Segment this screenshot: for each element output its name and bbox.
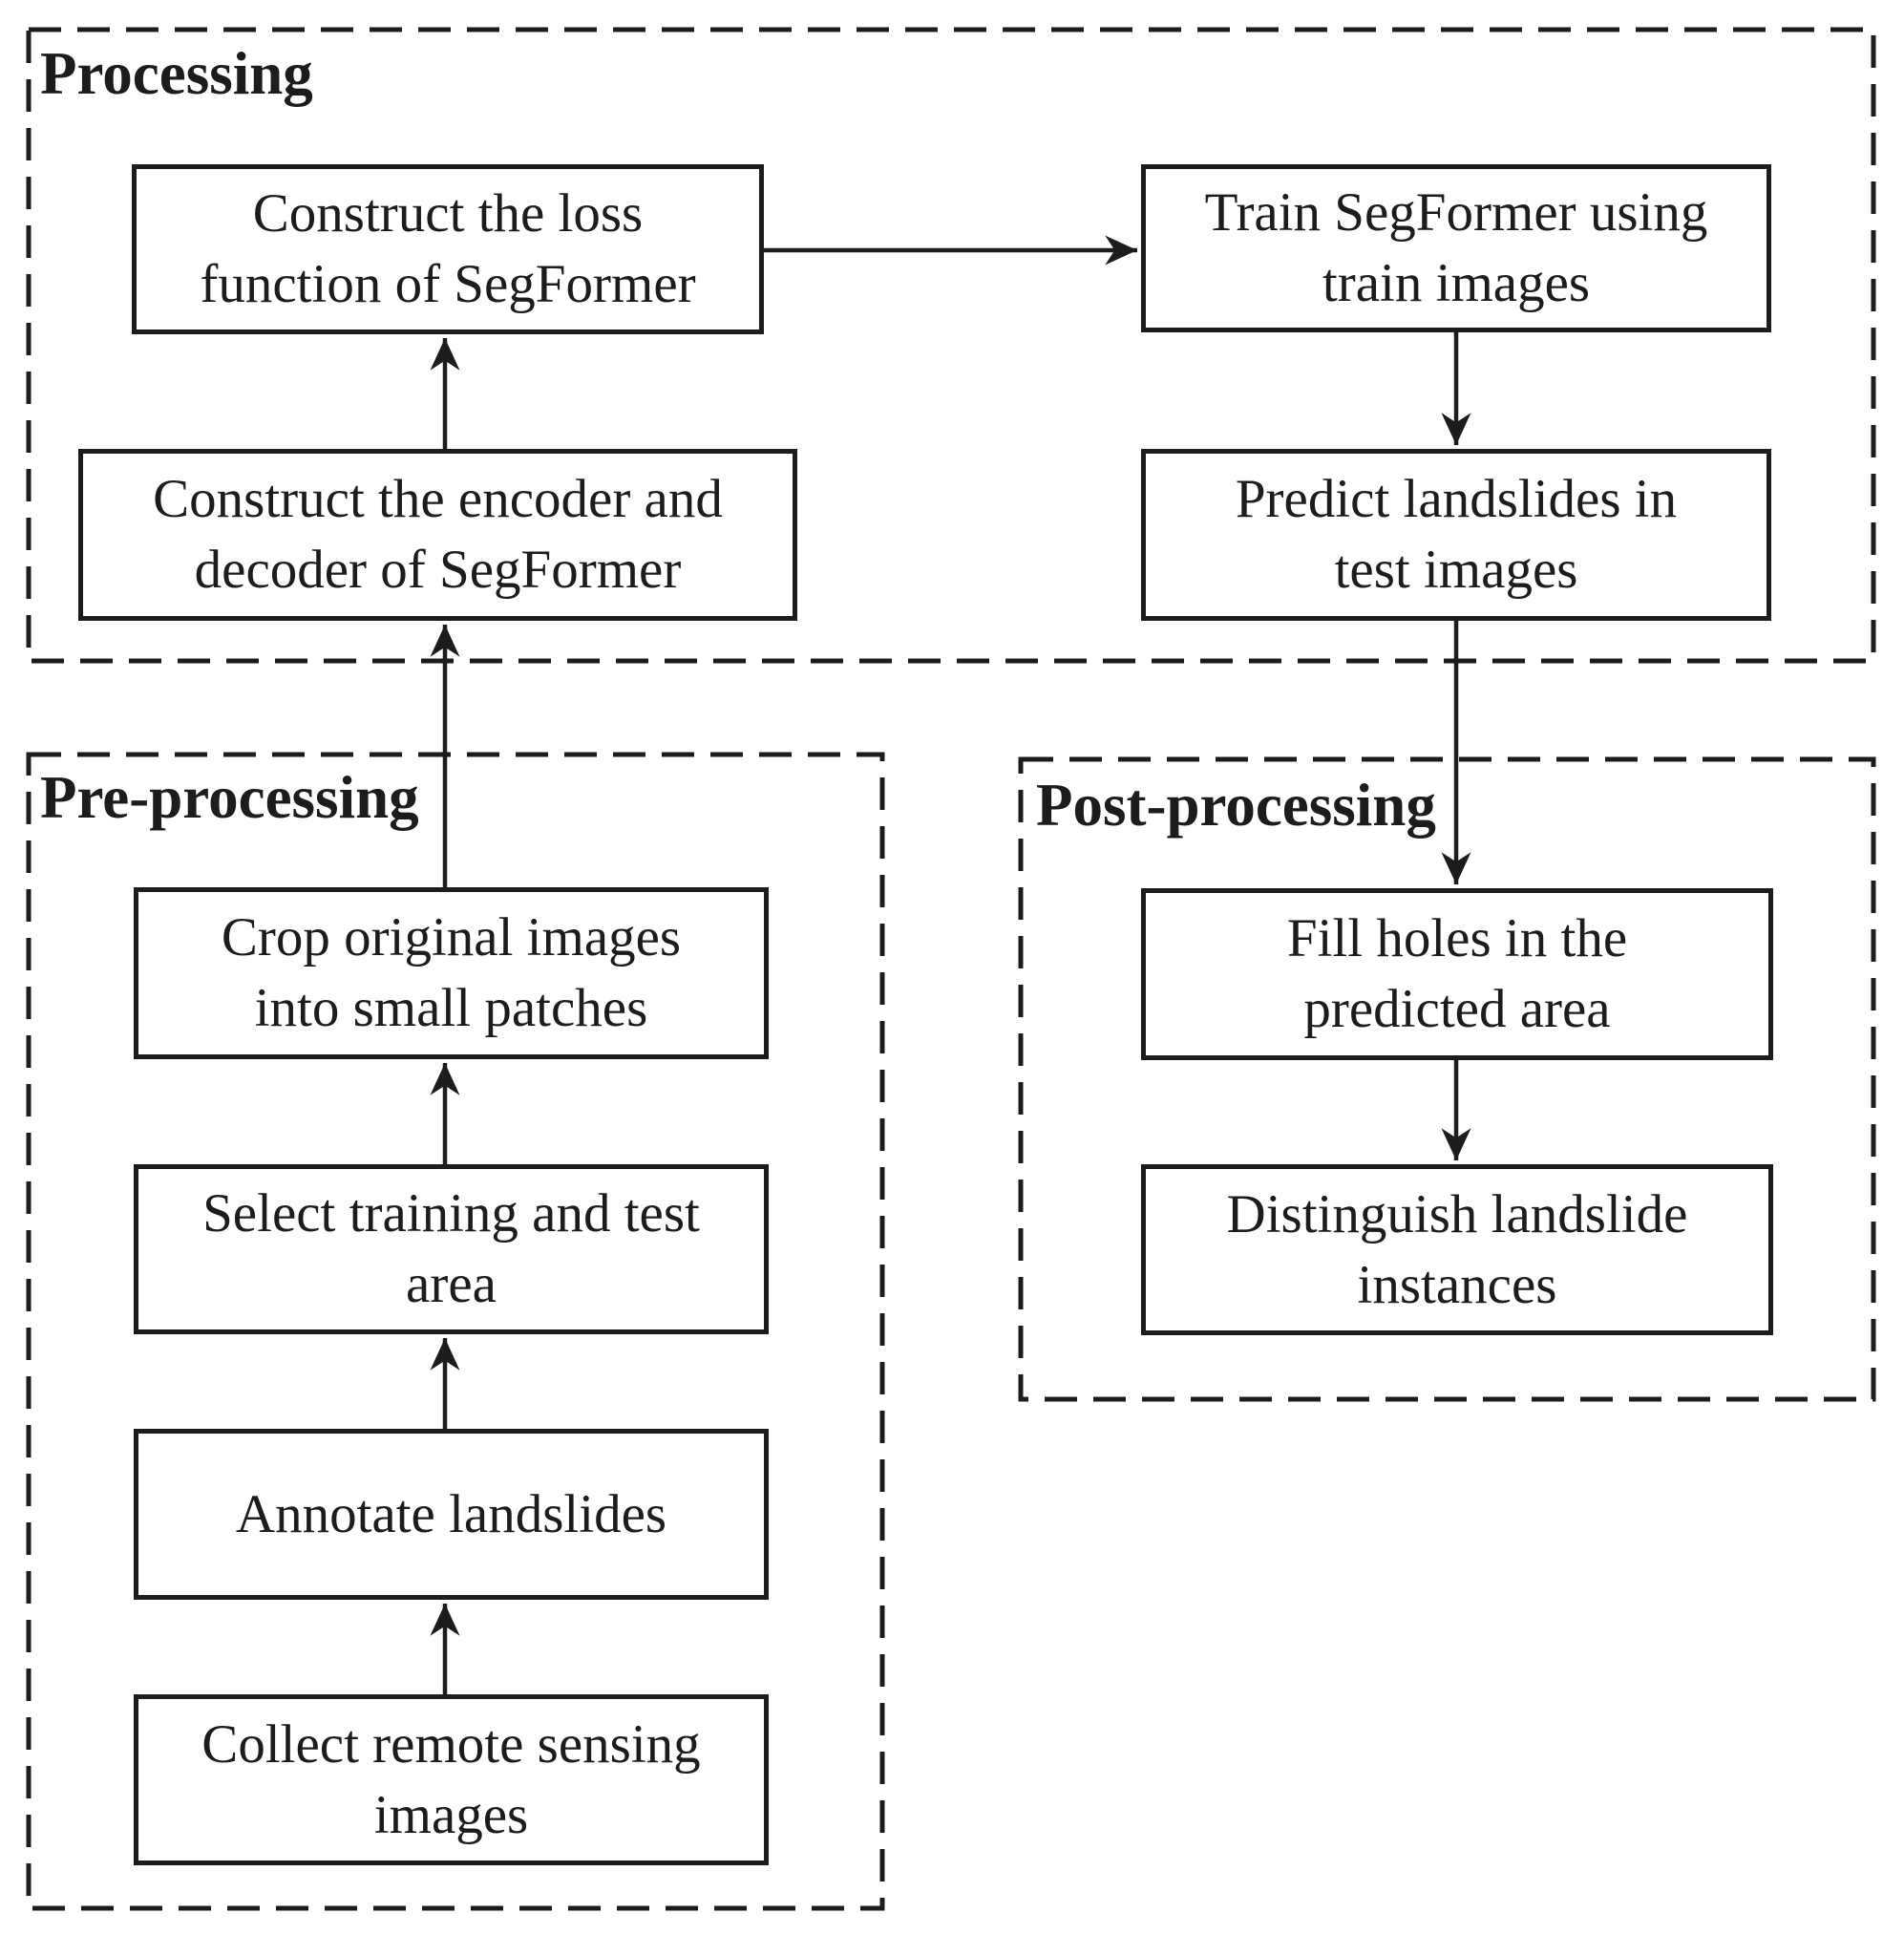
node-text-line: into small patches xyxy=(254,978,648,1038)
node-text-line: area xyxy=(406,1254,497,1314)
processing-group-label: Processing xyxy=(40,40,313,107)
node-text-line: Construct the loss xyxy=(252,183,644,244)
node-text-line: predicted area xyxy=(1303,979,1611,1039)
node-text-line: Fill holes in the xyxy=(1286,908,1628,968)
node-text-line: Crop original images xyxy=(221,907,682,968)
node-select-area: Select training and test area xyxy=(134,1164,769,1334)
node-text-line: function of SegFormer xyxy=(200,254,696,314)
node-text-line: train images xyxy=(1322,253,1591,313)
node-text-line: Select training and test xyxy=(202,1183,700,1244)
node-text-line: Construct the encoder and xyxy=(153,469,723,529)
node-text-line: Train SegFormer using xyxy=(1204,182,1708,243)
node-text-line: decoder of SegFormer xyxy=(194,540,682,600)
node-fill-holes: Fill holes in the predicted area xyxy=(1141,888,1773,1060)
node-construct-encoder: Construct the encoder and decoder of Seg… xyxy=(78,449,797,621)
preprocessing-group-label: Pre-processing xyxy=(40,764,419,831)
node-text-line: Annotate landslides xyxy=(235,1483,667,1544)
node-crop-images: Crop original images into small patches xyxy=(134,887,769,1059)
processing-group-border xyxy=(26,27,1876,664)
postprocessing-group-border xyxy=(1018,756,1876,1402)
node-text-line: Distinguish landslide xyxy=(1226,1183,1688,1244)
node-predict-landslides: Predict landslides in test images xyxy=(1141,449,1771,621)
node-text-line: instances xyxy=(1357,1254,1557,1315)
node-annotate-landslides: Annotate landslides xyxy=(134,1429,769,1600)
postprocessing-group-label: Post-processing xyxy=(1036,772,1436,839)
node-train-segformer: Train SegFormer using train images xyxy=(1141,164,1771,332)
node-text-line: images xyxy=(373,1784,529,1845)
node-distinguish-instances: Distinguish landslide instances xyxy=(1141,1164,1773,1335)
node-construct-loss: Construct the loss function of SegFormer xyxy=(132,164,764,334)
node-collect-images: Collect remote sensing images xyxy=(134,1694,769,1865)
preprocessing-group-border xyxy=(26,752,885,1911)
node-text-line: Predict landslides in xyxy=(1235,469,1678,529)
node-text-line: Collect remote sensing xyxy=(201,1713,701,1775)
node-text-line: test images xyxy=(1334,540,1578,600)
